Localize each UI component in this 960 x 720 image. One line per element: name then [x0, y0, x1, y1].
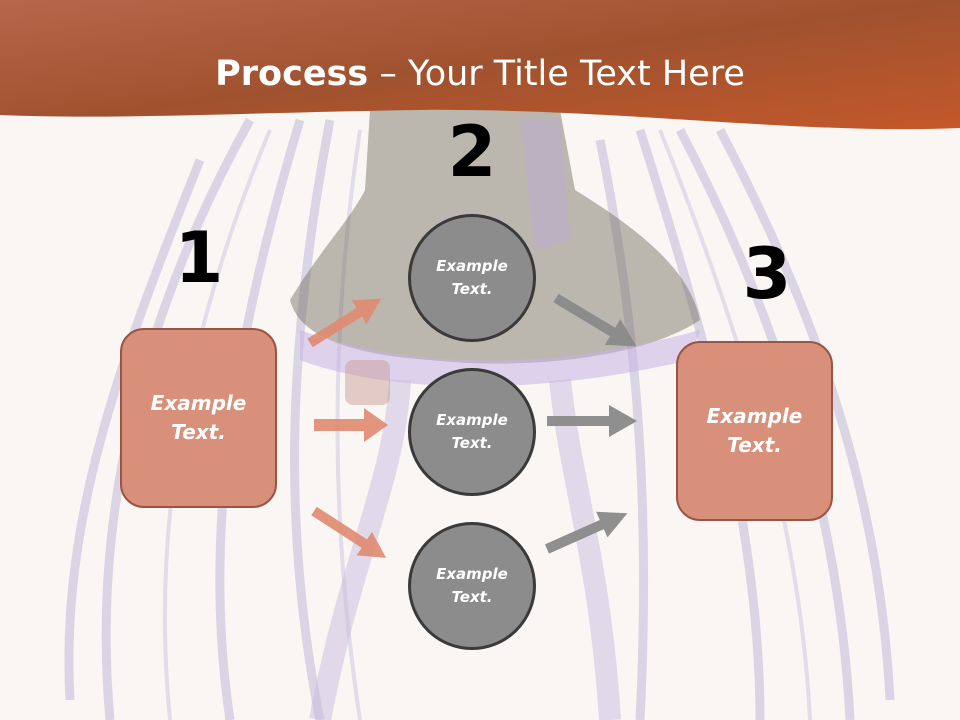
- circle-middle-label: Example Text.: [436, 411, 508, 452]
- step-1-box: Example Text.: [120, 328, 277, 508]
- arrow-right-middle: [547, 405, 637, 437]
- step-2-circle-top: Example Text.: [408, 214, 536, 342]
- circle-top-label: Example Text.: [436, 257, 508, 298]
- arrow-left-top: [307, 298, 382, 348]
- step-2-circle-middle: Example Text.: [408, 368, 536, 496]
- arrow-right-bottom: [544, 511, 628, 554]
- header-banner: [0, 0, 960, 130]
- step-number-1: 1: [174, 217, 224, 299]
- step-3-label: Example Text.: [706, 404, 803, 457]
- step-2-circle-bottom: Example Text.: [408, 522, 536, 650]
- arrow-right-top: [553, 293, 637, 347]
- arrow-left-bottom: [311, 506, 387, 558]
- step-3-box: Example Text.: [676, 341, 833, 521]
- slide-title: Process – Your Title Text Here: [0, 52, 960, 96]
- step-1-label: Example Text.: [150, 391, 247, 444]
- title-bold: Process: [215, 54, 369, 94]
- circle-bottom-label: Example Text.: [436, 565, 508, 606]
- arrow-left-middle: [314, 408, 388, 442]
- title-rest: – Your Title Text Here: [368, 54, 745, 94]
- step-number-2: 2: [447, 111, 497, 193]
- step-number-3: 3: [742, 233, 792, 315]
